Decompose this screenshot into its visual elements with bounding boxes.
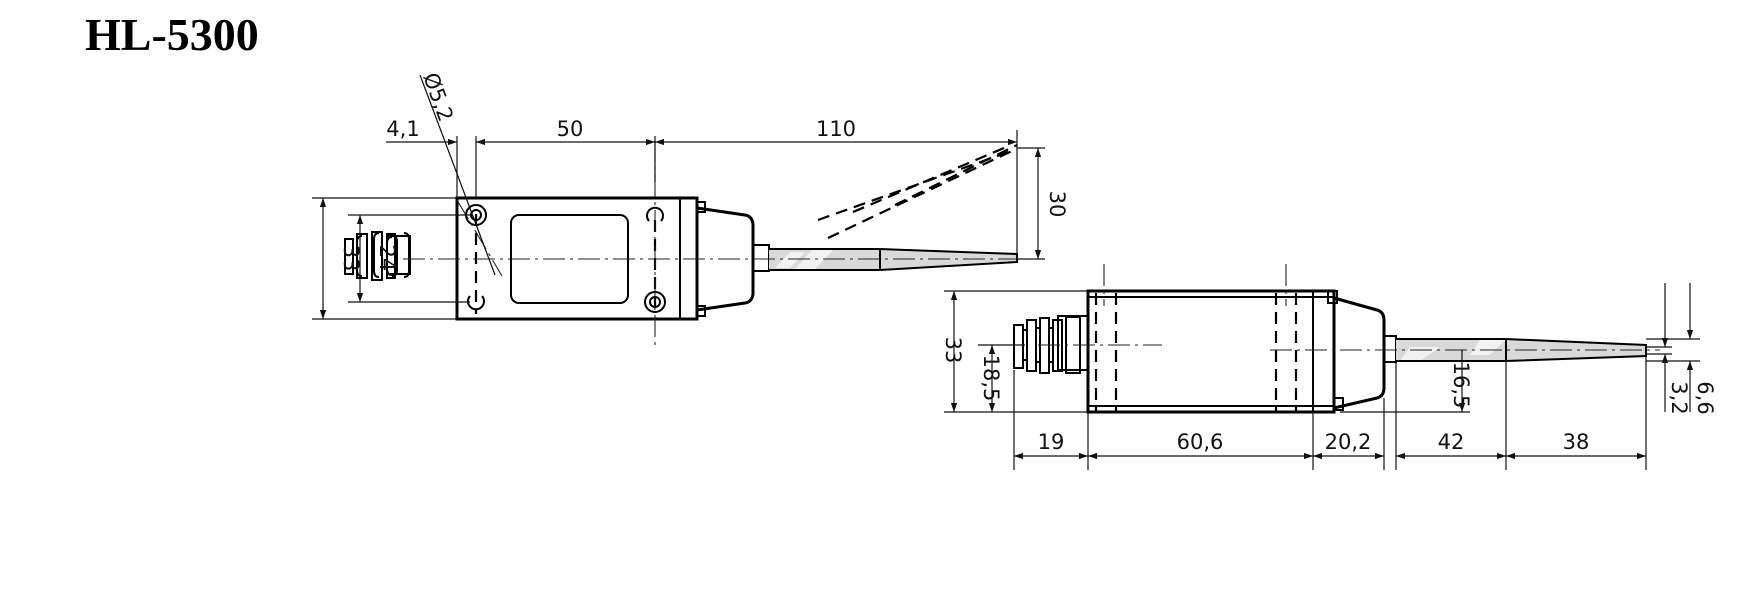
- side-switch-body: [1086, 289, 1336, 414]
- side-view: 33 18,5 16,5 6,6 3,2 19 60,6 20,2 42 38: [941, 264, 1717, 470]
- dim-front-body-height: 33: [339, 245, 363, 272]
- front-lever-rod: [769, 144, 1018, 271]
- dim-hole-offset: 4,1: [386, 117, 419, 141]
- dim-rod-diameter-inner: 3,2: [1667, 381, 1691, 414]
- dim-hole-vertical: 24: [375, 245, 399, 272]
- dim-rod-diameter-outer: 6,6: [1693, 381, 1717, 414]
- dim-side-body-height: 33: [941, 337, 965, 364]
- dim-head-length: 20,2: [1325, 430, 1372, 454]
- dim-hole-diameter: Ø5,2: [418, 70, 458, 125]
- dim-body-length: 60,6: [1177, 430, 1224, 454]
- dim-tip-length: 38: [1563, 430, 1590, 454]
- drawing-title: HL-5300: [85, 9, 259, 60]
- dim-axis-height: 18,5: [979, 355, 1003, 402]
- dim-rod-length: 42: [1438, 430, 1465, 454]
- dim-hole-spacing: 50: [557, 117, 584, 141]
- side-head: [1332, 296, 1386, 410]
- front-view: 4,1 50 110 Ø5,2 30 33 24: [312, 70, 1069, 345]
- dim-arm-swing: 30: [1045, 191, 1069, 218]
- dim-lever-height: 16,5: [1449, 362, 1473, 409]
- dim-gland-length: 19: [1038, 430, 1065, 454]
- dim-arm-length: 110: [816, 117, 856, 141]
